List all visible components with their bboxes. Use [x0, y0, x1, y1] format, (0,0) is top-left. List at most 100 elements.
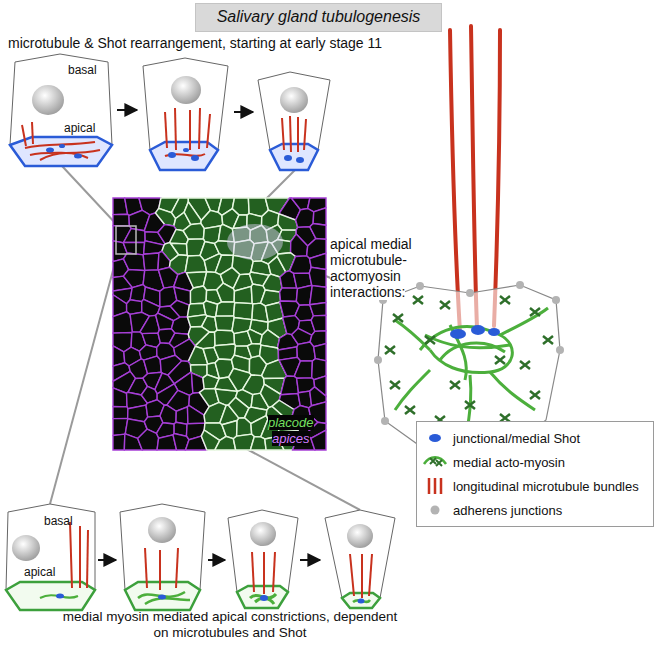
cell-bottom-2: [145, 548, 147, 588]
myosin-symbol: [530, 308, 540, 316]
cell-bottom-2: [120, 504, 205, 610]
legend-row: longitudinal microtubule bundles: [421, 474, 649, 498]
cell-top-2: [183, 148, 189, 152]
cell-top-1: [46, 144, 82, 159]
legend-color-swatch: [429, 434, 441, 442]
myosin-symbol: [520, 361, 530, 369]
microtubule-bundle: [450, 26, 500, 332]
micrograph-cell: [313, 208, 326, 225]
cell-bottom-3: [250, 594, 276, 604]
micrograph-cell: [237, 418, 252, 436]
cell-top-3: [284, 155, 304, 163]
cell-bottom-3: [260, 595, 268, 601]
microtubule-bundle: [494, 30, 500, 326]
apical-cell: [468, 375, 471, 425]
myosin-symbol: [465, 401, 475, 409]
cell-top-2: [171, 76, 201, 104]
micrograph-cell: [291, 234, 308, 256]
micrograph-cell: [171, 243, 188, 255]
cell-bottom-4: [361, 554, 363, 598]
cell-bottom-1: [70, 522, 88, 588]
cell-top-2: [168, 152, 176, 158]
micrograph-cell: [156, 313, 174, 330]
micrograph-cell: [216, 302, 235, 316]
micrograph-cell: [113, 434, 125, 450]
micrograph-cell: [250, 437, 266, 450]
apical-cell: [395, 308, 548, 425]
cell-bottom-4: [325, 510, 395, 608]
cell-top-1: [25, 142, 95, 148]
microtubule-sample: [429, 478, 441, 494]
micrograph-cell: [176, 407, 188, 424]
arrow: [98, 110, 320, 560]
micrograph-cell: [309, 267, 326, 287]
apical-cell: [425, 335, 510, 348]
cell-top-1: [74, 154, 82, 159]
myosin-symbol: [495, 356, 505, 364]
micrograph-cell: [190, 286, 206, 304]
legend-text: adherens junctions: [453, 503, 562, 518]
cell-bottom-3: [228, 510, 298, 608]
apical-cell: [374, 356, 382, 364]
cell-bottom-2: [120, 504, 205, 610]
legend-text: longitudinal microtubule bundles: [453, 479, 639, 494]
channel-label: apices: [272, 431, 310, 446]
axis-label: basal: [44, 514, 73, 528]
cell-top-1: [10, 54, 112, 166]
micrograph-cell: [222, 420, 237, 438]
micrograph-cell: [215, 316, 234, 331]
cell-bottom-2: [158, 595, 166, 600]
cell-bottom-2: [176, 548, 178, 588]
myosin-symbol: [500, 296, 510, 304]
arrow: [300, 559, 320, 561]
apical-cell: [488, 328, 500, 336]
legend-swatch: [421, 452, 449, 472]
cell-top-1: [32, 85, 64, 115]
myosin-symbol: [543, 336, 553, 344]
axis-label-box: apical: [24, 566, 68, 580]
micrograph-cell: [215, 436, 236, 450]
cell-bottom-1: [12, 535, 40, 561]
myosin-symbol: [413, 296, 423, 304]
myosin-symbol: [495, 356, 505, 364]
axis-label-box: basal: [44, 515, 84, 529]
myosin-symbol: [405, 406, 415, 414]
myosin-symbol: [440, 301, 450, 309]
cell-top-3: [270, 144, 318, 170]
axis-label: basal: [68, 63, 97, 77]
apical-cell: [556, 346, 564, 354]
apical-cell: [450, 325, 500, 339]
cell-top-3: [282, 116, 306, 152]
cell-top-2: [207, 114, 210, 148]
cell-bottom-4: [325, 510, 395, 608]
cell-top-1: [40, 153, 88, 160]
myosin-symbol: [393, 314, 403, 322]
apical-cell: [516, 281, 524, 289]
cell-top-3: [258, 72, 330, 170]
cell-bottom-1: [6, 504, 95, 610]
myosin-symbol: [393, 314, 403, 322]
micrograph-cell: [170, 300, 189, 317]
micrograph-cell: [113, 214, 129, 226]
microtubule-bundle: [471, 26, 477, 328]
cell-top-3: [290, 116, 291, 152]
title-text: Salivary gland tubulogenesis: [217, 8, 421, 25]
micrograph-cell: [144, 356, 162, 374]
leader-line: [62, 166, 118, 226]
cell-top-2: [143, 58, 228, 170]
cell-bottom-1: [6, 582, 95, 610]
cell-bottom-4: [350, 554, 354, 596]
myosin-symbol: [450, 381, 460, 389]
cell-top-1: [59, 144, 65, 148]
myosin-symbol: [450, 381, 460, 389]
micrograph-cell: [310, 224, 326, 240]
cell-bottom-3: [252, 552, 275, 594]
myosin-symbol: [440, 301, 450, 309]
micrograph-cell: [263, 274, 282, 292]
micrograph-cell: [195, 332, 215, 349]
cell-bottom-1: [56, 594, 64, 599]
micrograph-cell: [310, 303, 326, 316]
cell-bottom-2: [125, 582, 200, 610]
cell-top-3: [282, 118, 284, 150]
